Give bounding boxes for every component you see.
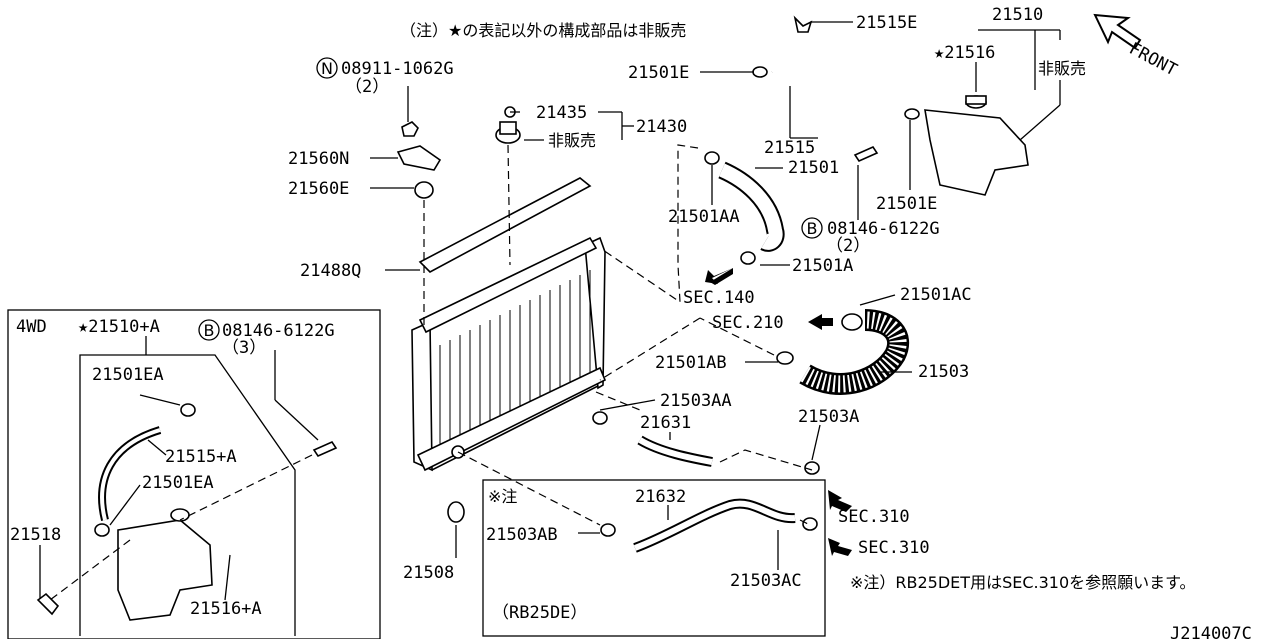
label-sec140: SEC.140 (683, 288, 755, 308)
arrow-sec310a (828, 490, 852, 512)
inset-label-21510A: ★21510+A (78, 317, 160, 337)
label-21501E-mid: 21501E (876, 194, 937, 214)
label-21488Q: 21488Q (300, 261, 361, 281)
sec-arrows (705, 268, 852, 556)
label-not-sold-2: 非販売 (548, 131, 596, 150)
label-21560N: 21560N (288, 149, 349, 169)
label-21501AB: 21501AB (655, 353, 727, 373)
circle-b-mark-2: B (198, 319, 220, 341)
label-21510: 21510 (992, 5, 1043, 25)
label-21515E: 21515E (856, 13, 917, 33)
label-21501AC: 21501AC (900, 285, 972, 305)
inset-label-21515A: 21515+A (165, 447, 237, 467)
arrow-sec210 (808, 314, 833, 330)
arrow-sec310b (828, 538, 852, 556)
note-top: （注）★の表記以外の構成部品は非販売 (400, 21, 686, 40)
svg-text:B: B (807, 219, 818, 238)
label-note-mark: ※注 (488, 487, 517, 506)
label-21508: 21508 (403, 563, 454, 583)
inset-label-21501EA-2: 21501EA (142, 473, 214, 493)
rb25de-box (482, 479, 826, 637)
lower-hose (776, 309, 910, 395)
label-21515: 21515 (764, 138, 815, 158)
label-21503: 21503 (918, 362, 969, 382)
label-21503A: 21503A (798, 407, 859, 427)
label-08146-a-qty: （2） (826, 236, 870, 256)
circle-b-mark-1: B (801, 217, 823, 239)
label-08146-a: 08146-6122G (827, 219, 940, 239)
upper-hose (704, 151, 785, 265)
label-21516: ★21516 (934, 43, 995, 63)
label-21501E-top: 21501E (628, 63, 689, 83)
front-arrow (1093, 13, 1142, 50)
circle-n-mark: N (316, 57, 338, 79)
mount-parts (396, 121, 511, 330)
inset-tank (36, 403, 338, 621)
label-rb25de: （RB25DE） (492, 603, 587, 623)
label-not-sold-1: 非販売 (1038, 59, 1086, 78)
note-bottom: ※注）RB25DET用はSEC.310を参照願います。 (850, 573, 1196, 592)
diagram-id: J214007C (1170, 624, 1252, 639)
radiator-core (411, 106, 607, 523)
label-sec210: SEC.210 (712, 313, 784, 333)
hose-21632 (600, 498, 818, 553)
inset-inner-frame (79, 354, 296, 636)
svg-text:N: N (321, 59, 333, 78)
label-08911-qty: （2） (345, 77, 389, 97)
inset-4wd-box (7, 309, 381, 639)
label-21503AC: 21503AC (730, 571, 802, 591)
label-21560E: 21560E (288, 179, 349, 199)
front-label: FRONT (1126, 39, 1181, 81)
label-21501: 21501 (788, 158, 839, 178)
inset-label-08146-qty: （3） (222, 338, 266, 358)
label-21503AA: 21503AA (660, 391, 732, 411)
inset-label-21516A: 21516+A (190, 599, 262, 619)
inset-label-21518: 21518 (10, 525, 61, 545)
routing-dashes (457, 144, 813, 526)
label-21435: 21435 (536, 103, 587, 123)
hose-21631 (592, 411, 820, 475)
label-08911: 08911-1062G (341, 59, 454, 79)
label-21501AA: 21501AA (668, 207, 740, 227)
leader-lines (39, 21, 1061, 601)
inset-label-21501EA-1: 21501EA (92, 365, 164, 385)
inset-title: 4WD (16, 317, 47, 337)
inset-label-08146: 08146-6122G (222, 321, 335, 341)
label-21632: 21632 (635, 487, 686, 507)
reservoir-tank (752, 15, 1029, 196)
label-sec310-b: SEC.310 (858, 538, 930, 558)
label-sec310-a: SEC.310 (838, 507, 910, 527)
label-21631: 21631 (640, 413, 691, 433)
label-21501A: 21501A (792, 256, 853, 276)
label-21503AB: 21503AB (486, 525, 558, 545)
label-21430: 21430 (636, 117, 687, 137)
svg-text:B: B (204, 321, 215, 340)
